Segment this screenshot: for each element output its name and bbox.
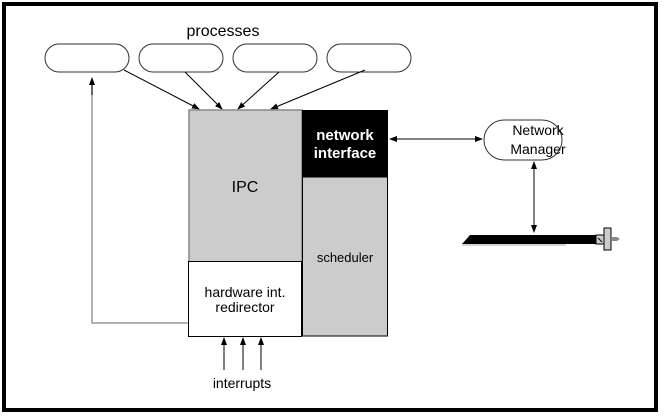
process-node: [44, 43, 130, 73]
network-interface-label-line2: interface: [314, 145, 377, 162]
hardware-int-redirector-block: [188, 261, 302, 337]
process-to-ipc-arrow: [184, 71, 223, 110]
redirector-feedback-line: [91, 80, 188, 324]
ipc-label: IPC: [232, 179, 259, 196]
process-to-ipc-arrow: [270, 69, 366, 110]
processes-label: processes: [187, 23, 260, 40]
process-node: [138, 43, 224, 73]
hw-redirector-label-line2: redirector: [215, 299, 274, 315]
network-manager-label-line1: Network: [512, 122, 564, 138]
process-to-ipc-arrow: [237, 71, 280, 110]
scheduler-block: [302, 176, 388, 337]
network-interface-label-line1: network: [316, 127, 374, 144]
network-cable-icon: [462, 227, 620, 251]
interrupts-label: interrupts: [213, 375, 271, 391]
network-manager-node: [483, 119, 563, 161]
ipc-block: [188, 109, 303, 263]
process-node: [232, 43, 318, 73]
scheduler-label: scheduler: [317, 250, 374, 265]
network-manager-label-line2: Manager: [510, 141, 566, 157]
process-to-ipc-arrow: [123, 69, 200, 110]
process-node: [326, 43, 412, 73]
hw-redirector-label-line1: hardware int.: [205, 284, 286, 300]
network-interface-block: [302, 110, 388, 177]
